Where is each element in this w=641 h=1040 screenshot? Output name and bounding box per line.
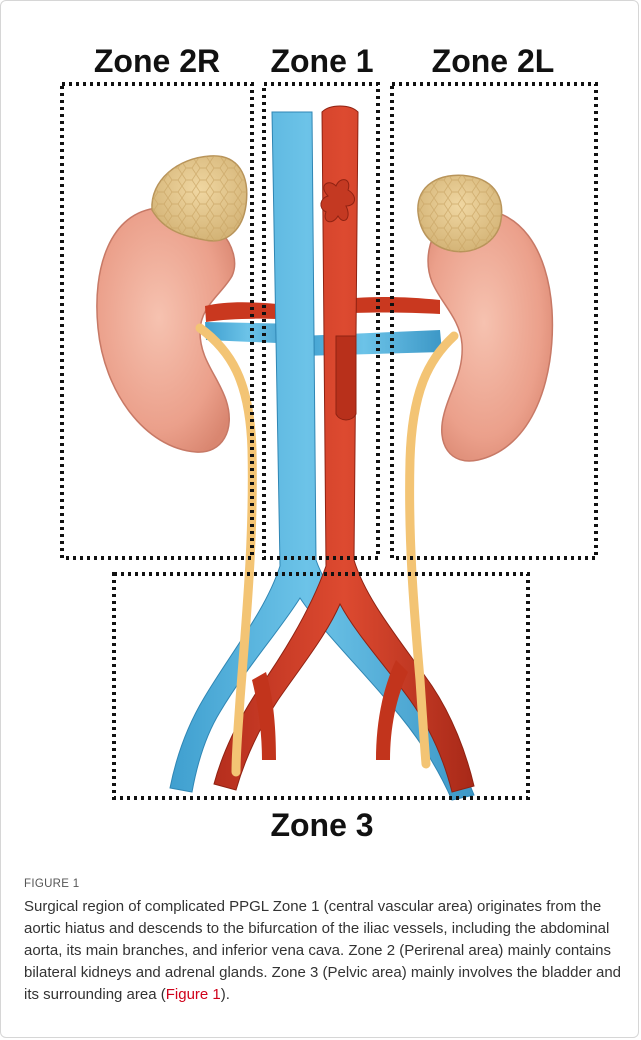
inferior-mesenteric-artery bbox=[336, 336, 356, 420]
zone-2r-label: Zone 2R bbox=[94, 43, 220, 79]
caption-body: Surgical region of complicated PPGL Zone… bbox=[24, 898, 621, 1003]
caption-text: Surgical region of complicated PPGL Zone… bbox=[24, 896, 624, 1006]
zone-3-label: Zone 3 bbox=[270, 807, 373, 843]
figure-link[interactable]: Figure 1 bbox=[166, 986, 221, 1003]
zone-2l-label: Zone 2L bbox=[432, 43, 555, 79]
figure-caption: FIGURE 1 Surgical region of complicated … bbox=[24, 878, 624, 1006]
caption-end: ). bbox=[221, 986, 230, 1003]
zone-1-label: Zone 1 bbox=[270, 43, 373, 79]
left-renal-vein bbox=[300, 330, 442, 356]
figure-label: FIGURE 1 bbox=[24, 878, 624, 890]
anatomy-diagram: Zone 2R Zone 1 Zone 2L Zone 3 bbox=[0, 0, 641, 880]
